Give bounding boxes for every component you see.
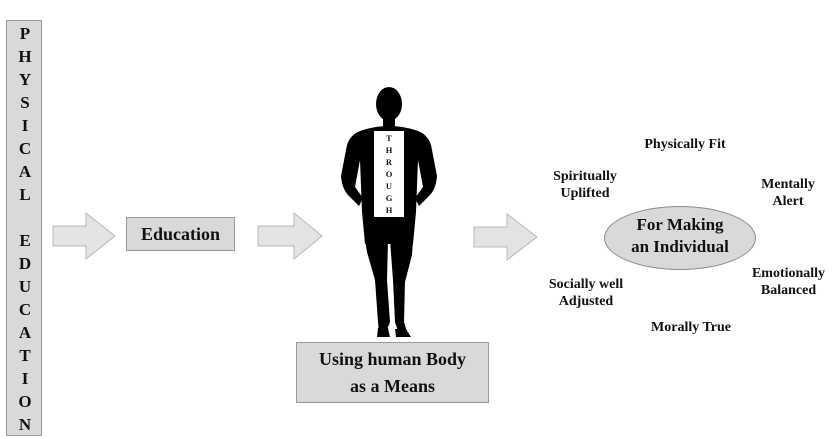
quality-line: Alert bbox=[746, 193, 830, 210]
quality-line: Balanced bbox=[744, 282, 833, 299]
quality-socially-adjusted: Socially well Adjusted bbox=[536, 276, 636, 310]
quality-morally-true: Morally True bbox=[636, 319, 746, 336]
quality-spiritually-uplifted: Spiritually Uplifted bbox=[540, 168, 630, 202]
quality-physically-fit: Physically Fit bbox=[628, 136, 742, 153]
quality-line: Socially well bbox=[536, 276, 636, 293]
through-letter: R bbox=[374, 157, 404, 167]
means-line-2: as a Means bbox=[297, 373, 488, 400]
through-label: T H R O U G H bbox=[374, 131, 404, 217]
individual-line-1: For Making bbox=[604, 214, 756, 236]
through-letter: H bbox=[374, 145, 404, 155]
quality-line: Adjusted bbox=[536, 293, 636, 310]
quality-line: Uplifted bbox=[540, 185, 630, 202]
quality-emotionally-balanced: Emotionally Balanced bbox=[744, 265, 833, 299]
means-box: Using human Body as a Means bbox=[296, 342, 489, 403]
quality-line: Spiritually bbox=[540, 168, 630, 185]
means-line-1: Using human Body bbox=[297, 346, 488, 373]
individual-text: For Making an Individual bbox=[604, 214, 756, 258]
individual-line-2: an Individual bbox=[604, 236, 756, 258]
through-letter: T bbox=[374, 133, 404, 143]
quality-line: Physically Fit bbox=[628, 136, 742, 153]
through-letter: H bbox=[374, 205, 404, 215]
through-letter: O bbox=[374, 169, 404, 179]
quality-line: Emotionally bbox=[744, 265, 833, 282]
quality-line: Mentally bbox=[746, 176, 830, 193]
through-letter: G bbox=[374, 193, 404, 203]
quality-line: Morally True bbox=[636, 319, 746, 336]
through-letter: U bbox=[374, 181, 404, 191]
quality-mentally-alert: Mentally Alert bbox=[746, 176, 830, 210]
